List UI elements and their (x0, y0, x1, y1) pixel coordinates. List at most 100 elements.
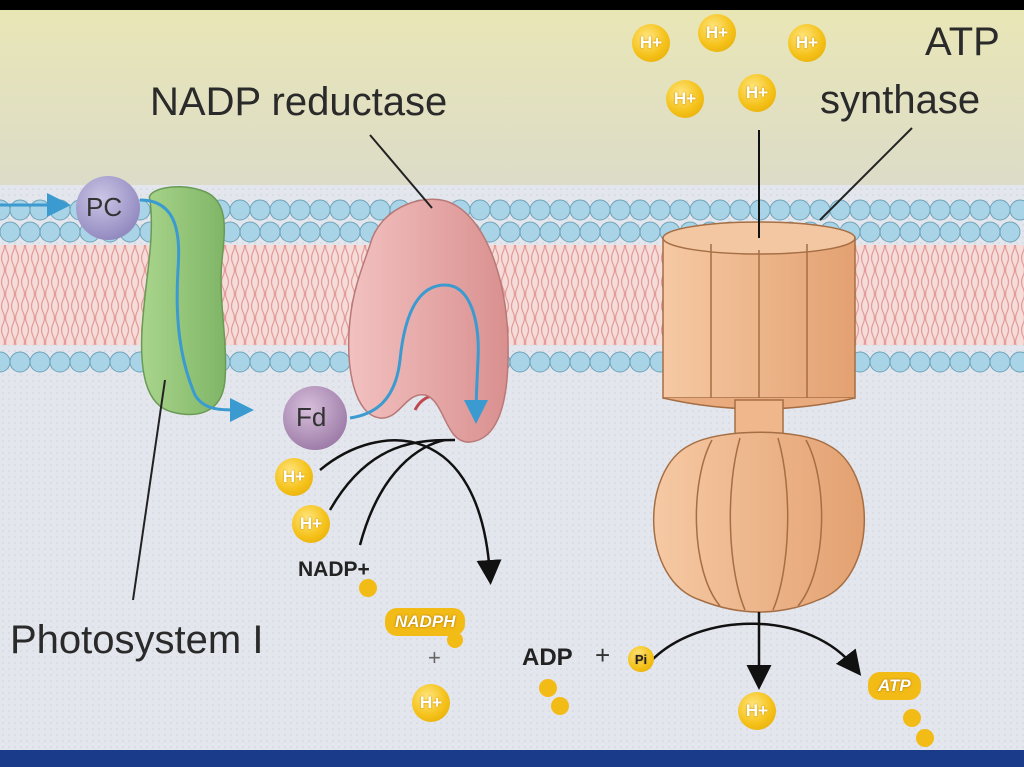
lipid-head (729, 199, 751, 221)
h-ion-lumen-3: H+ (788, 24, 826, 62)
lipid-head (649, 199, 671, 221)
lipid-head (769, 199, 791, 221)
lipid-head (989, 199, 1011, 221)
nadph-reaction-arrow (319, 439, 502, 585)
lumen-space (0, 10, 1024, 185)
lipid-head (49, 199, 71, 221)
lipid-head (299, 221, 321, 243)
pc-label: PC (86, 192, 123, 222)
lipid-head (909, 351, 931, 373)
nadp-reductase-protein (348, 198, 509, 443)
atp-synthase-f1 (653, 431, 865, 613)
lipid-head (329, 199, 351, 221)
lipid-head (829, 199, 851, 221)
lipid-head (509, 351, 531, 373)
lipid-head (549, 351, 571, 373)
lipid-head (69, 351, 91, 373)
lipid-head (339, 221, 361, 243)
lipid-head (629, 199, 651, 221)
atp-synthase-leader (819, 127, 913, 221)
lipid-head (929, 351, 951, 373)
h-ion-stroma-2: H+ (292, 505, 330, 543)
lipid-head (289, 199, 311, 221)
lipid-head (309, 199, 331, 221)
photosystem-i-protein (140, 186, 227, 416)
lipid-head (989, 351, 1011, 373)
h-ion-lumen-5: H+ (738, 74, 776, 112)
pc-carrier (76, 176, 140, 240)
lipid-head (259, 221, 281, 243)
lipid-head (619, 221, 641, 243)
lipid-head (49, 351, 71, 373)
bottom-bar (0, 750, 1024, 767)
lipid-head (949, 351, 971, 373)
lipid-head (509, 199, 531, 221)
lipid-head (979, 221, 1001, 243)
lipid-head (969, 351, 991, 373)
lipid-head (289, 351, 311, 373)
lipid-head (59, 221, 81, 243)
adp-label: ADP (522, 644, 573, 671)
lipid-head (669, 199, 691, 221)
lipid-head (599, 221, 621, 243)
lipid-head (319, 221, 341, 243)
lipid-head (789, 199, 811, 221)
lipid-head (329, 351, 351, 373)
atp-synthase-fo (662, 221, 856, 410)
nadph-product: NADPH (385, 608, 466, 636)
lipid-head (999, 221, 1021, 243)
lipid-head (29, 351, 51, 373)
lipid-head (969, 199, 991, 221)
h-ion-stroma-3: H+ (412, 684, 450, 722)
lipid-head (269, 199, 291, 221)
lipid-head (519, 221, 541, 243)
lipid-head (309, 351, 331, 373)
fd-label: Fd (296, 402, 327, 432)
atp-reaction-arrow (649, 622, 862, 676)
lipid-head (469, 199, 491, 221)
lipid-head (1009, 199, 1024, 221)
lipid-head (689, 199, 711, 221)
nadp-plus-label: NADP+ (298, 558, 370, 581)
lipid-head (19, 221, 41, 243)
lipid-head (929, 199, 951, 221)
nadp-reductase-leader (369, 134, 433, 209)
h-ion-lumen-1: H+ (632, 24, 670, 62)
lipid-head (539, 221, 561, 243)
lipid-head (529, 199, 551, 221)
lipid-head (589, 351, 611, 373)
lipid-head (9, 351, 31, 373)
lipid-head (859, 221, 881, 243)
lipid-head (499, 221, 521, 243)
lipid-head (879, 221, 901, 243)
lipid-head (529, 351, 551, 373)
nadph-plus-sign: + (428, 645, 441, 670)
lipid-head (109, 351, 131, 373)
lipid-head (279, 221, 301, 243)
atp-product: ATP (868, 672, 921, 700)
electron-path-reductase (349, 283, 489, 424)
atp-synthase-label-line1: ATP (925, 20, 1000, 64)
lipid-head (269, 351, 291, 373)
lipid-head (889, 351, 911, 373)
lipid-head (229, 199, 251, 221)
lipid-head (889, 199, 911, 221)
lipid-head (899, 221, 921, 243)
lipid-head (549, 199, 571, 221)
lipid-head (29, 199, 51, 221)
lipid-head (959, 221, 981, 243)
lipid-head (249, 199, 271, 221)
lipid-head (229, 351, 251, 373)
h-ion-stroma-1: H+ (275, 458, 313, 496)
lipid-head (869, 199, 891, 221)
lipid-head (949, 199, 971, 221)
lipid-head (9, 199, 31, 221)
nadp-reductase-label: NADP reductase (150, 80, 448, 124)
h-ion-stroma-4: H+ (738, 692, 776, 730)
lipid-head (709, 199, 731, 221)
lipid-head (89, 351, 111, 373)
lipid-head (629, 351, 651, 373)
lipid-head (569, 199, 591, 221)
photosystem-label: Photosystem I (10, 618, 264, 662)
